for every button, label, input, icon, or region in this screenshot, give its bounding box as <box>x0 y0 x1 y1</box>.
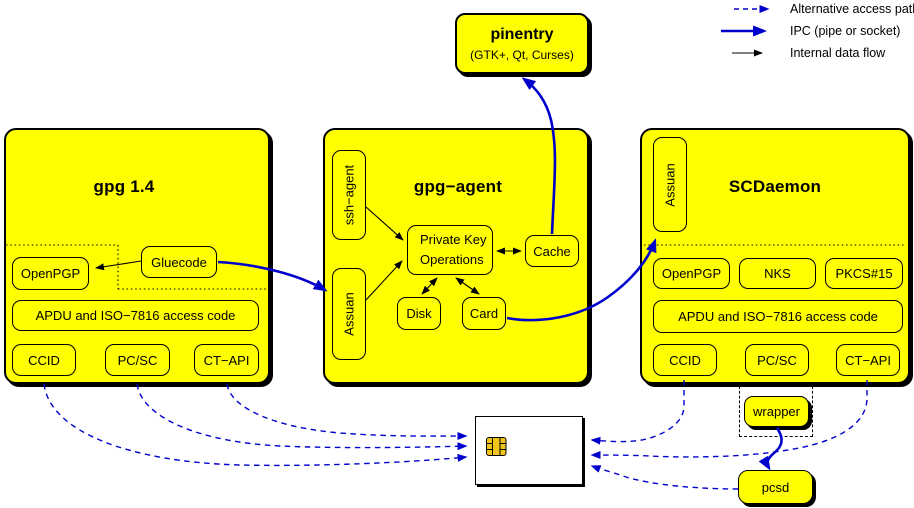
pko-line2: Operations <box>420 252 484 267</box>
cache-node: Cache <box>525 235 579 267</box>
pko-line1: Private Key <box>420 232 487 247</box>
smartcard-chip-icon <box>486 437 507 456</box>
pinentry-subtitle: (GTK+, Qt, Curses) <box>470 48 574 62</box>
scdaemon-pcsc-node: PC/SC <box>745 344 809 376</box>
alt-gpg14-ctapi-to-card <box>226 383 468 441</box>
legend-ipc-label: IPC (pipe or socket) <box>790 24 901 38</box>
scdaemon-ctapi-node: CT−API <box>836 344 900 376</box>
gpg14-title: gpg 1.4 <box>93 177 155 196</box>
card-node: Card <box>462 297 506 330</box>
gpg14-ctapi-label: CT−API <box>203 352 250 368</box>
scdaemon-pkcs15-node: PKCS#15 <box>825 258 903 289</box>
legend-samples <box>721 5 770 57</box>
gpg14-apdu-label: APDU and ISO−7816 access code <box>35 308 236 323</box>
gpg14-ccid-label: CCID <box>28 352 60 368</box>
gpg14-openpgp-label: OpenPGP <box>20 266 81 281</box>
scdaemon-apdu-label: APDU and ISO−7816 access code <box>678 309 878 324</box>
gpg14-ctapi-node: CT−API <box>194 344 259 376</box>
gpg14-box <box>4 128 270 384</box>
private-key-operations-node: Private Key Operations <box>407 225 493 275</box>
gpg-agent-assuan-label: Assuan <box>341 292 357 336</box>
gpg14-gluecode-node: Gluecode <box>141 246 217 278</box>
pcsd-label: pcsd <box>761 479 790 495</box>
gpg14-pcsc-node: PC/SC <box>105 344 170 376</box>
smartcard <box>475 416 583 485</box>
alt-gpg14-ccid-to-card <box>43 383 468 467</box>
ssh-agent-label: ssh−agent <box>341 164 357 226</box>
pinentry-box: pinentry (GTK+, Qt, Curses) <box>455 13 589 74</box>
gpg-agent-title: gpg−agent <box>413 177 503 196</box>
disk-node: Disk <box>397 297 441 330</box>
scdaemon-openpgp-label: OpenPGP <box>661 266 722 281</box>
gpg14-gluecode-label: Gluecode <box>151 254 207 270</box>
gpg14-pcsc-label: PC/SC <box>117 352 158 368</box>
scdaemon-ctapi-label: CT−API <box>845 352 891 368</box>
pinentry-title: pinentry <box>490 26 554 43</box>
scdaemon-nks-node: NKS <box>739 258 816 289</box>
cache-label: Cache <box>533 243 571 259</box>
legend-alt-paths-label: Alternative access paths <box>790 2 914 16</box>
wrapper-label: wrapper <box>753 404 800 419</box>
alt-scdaemon-ctapi-to-card <box>590 380 868 460</box>
scdaemon-openpgp-node: OpenPGP <box>653 258 730 289</box>
scdaemon-nks-label: NKS <box>764 266 791 281</box>
scdaemon-ccid-node: CCID <box>653 344 717 376</box>
scdaemon-title: SCDaemon <box>728 177 822 196</box>
scdaemon-apdu-node: APDU and ISO−7816 access code <box>653 300 903 333</box>
scdaemon-ccid-label: CCID <box>669 352 701 368</box>
gpg14-ccid-node: CCID <box>12 344 76 376</box>
alt-scdaemon-ccid-to-card <box>590 380 685 445</box>
disk-label: Disk <box>406 306 432 321</box>
gpg-agent-assuan-node: Assuan <box>332 268 366 360</box>
scdaemon-assuan-label: Assuan <box>662 162 678 207</box>
gpg14-apdu-node: APDU and ISO−7816 access code <box>12 300 259 331</box>
legend-internal-label: Internal data flow <box>790 46 886 60</box>
scdaemon-pcsc-label: PC/SC <box>757 352 797 368</box>
wrapper-node: wrapper <box>744 396 809 427</box>
scdaemon-pkcs15-label: PKCS#15 <box>835 266 893 281</box>
gpg-agent-ssh-agent-node: ssh−agent <box>332 150 366 240</box>
alt-pcsd-to-card <box>590 465 739 490</box>
pcsd-node: pcsd <box>738 470 813 504</box>
alt-gpg14-pcsc-to-card <box>136 383 468 451</box>
gpg14-openpgp-node: OpenPGP <box>12 257 89 290</box>
card-label: Card <box>469 306 499 321</box>
scdaemon-assuan-node: Assuan <box>653 137 687 232</box>
